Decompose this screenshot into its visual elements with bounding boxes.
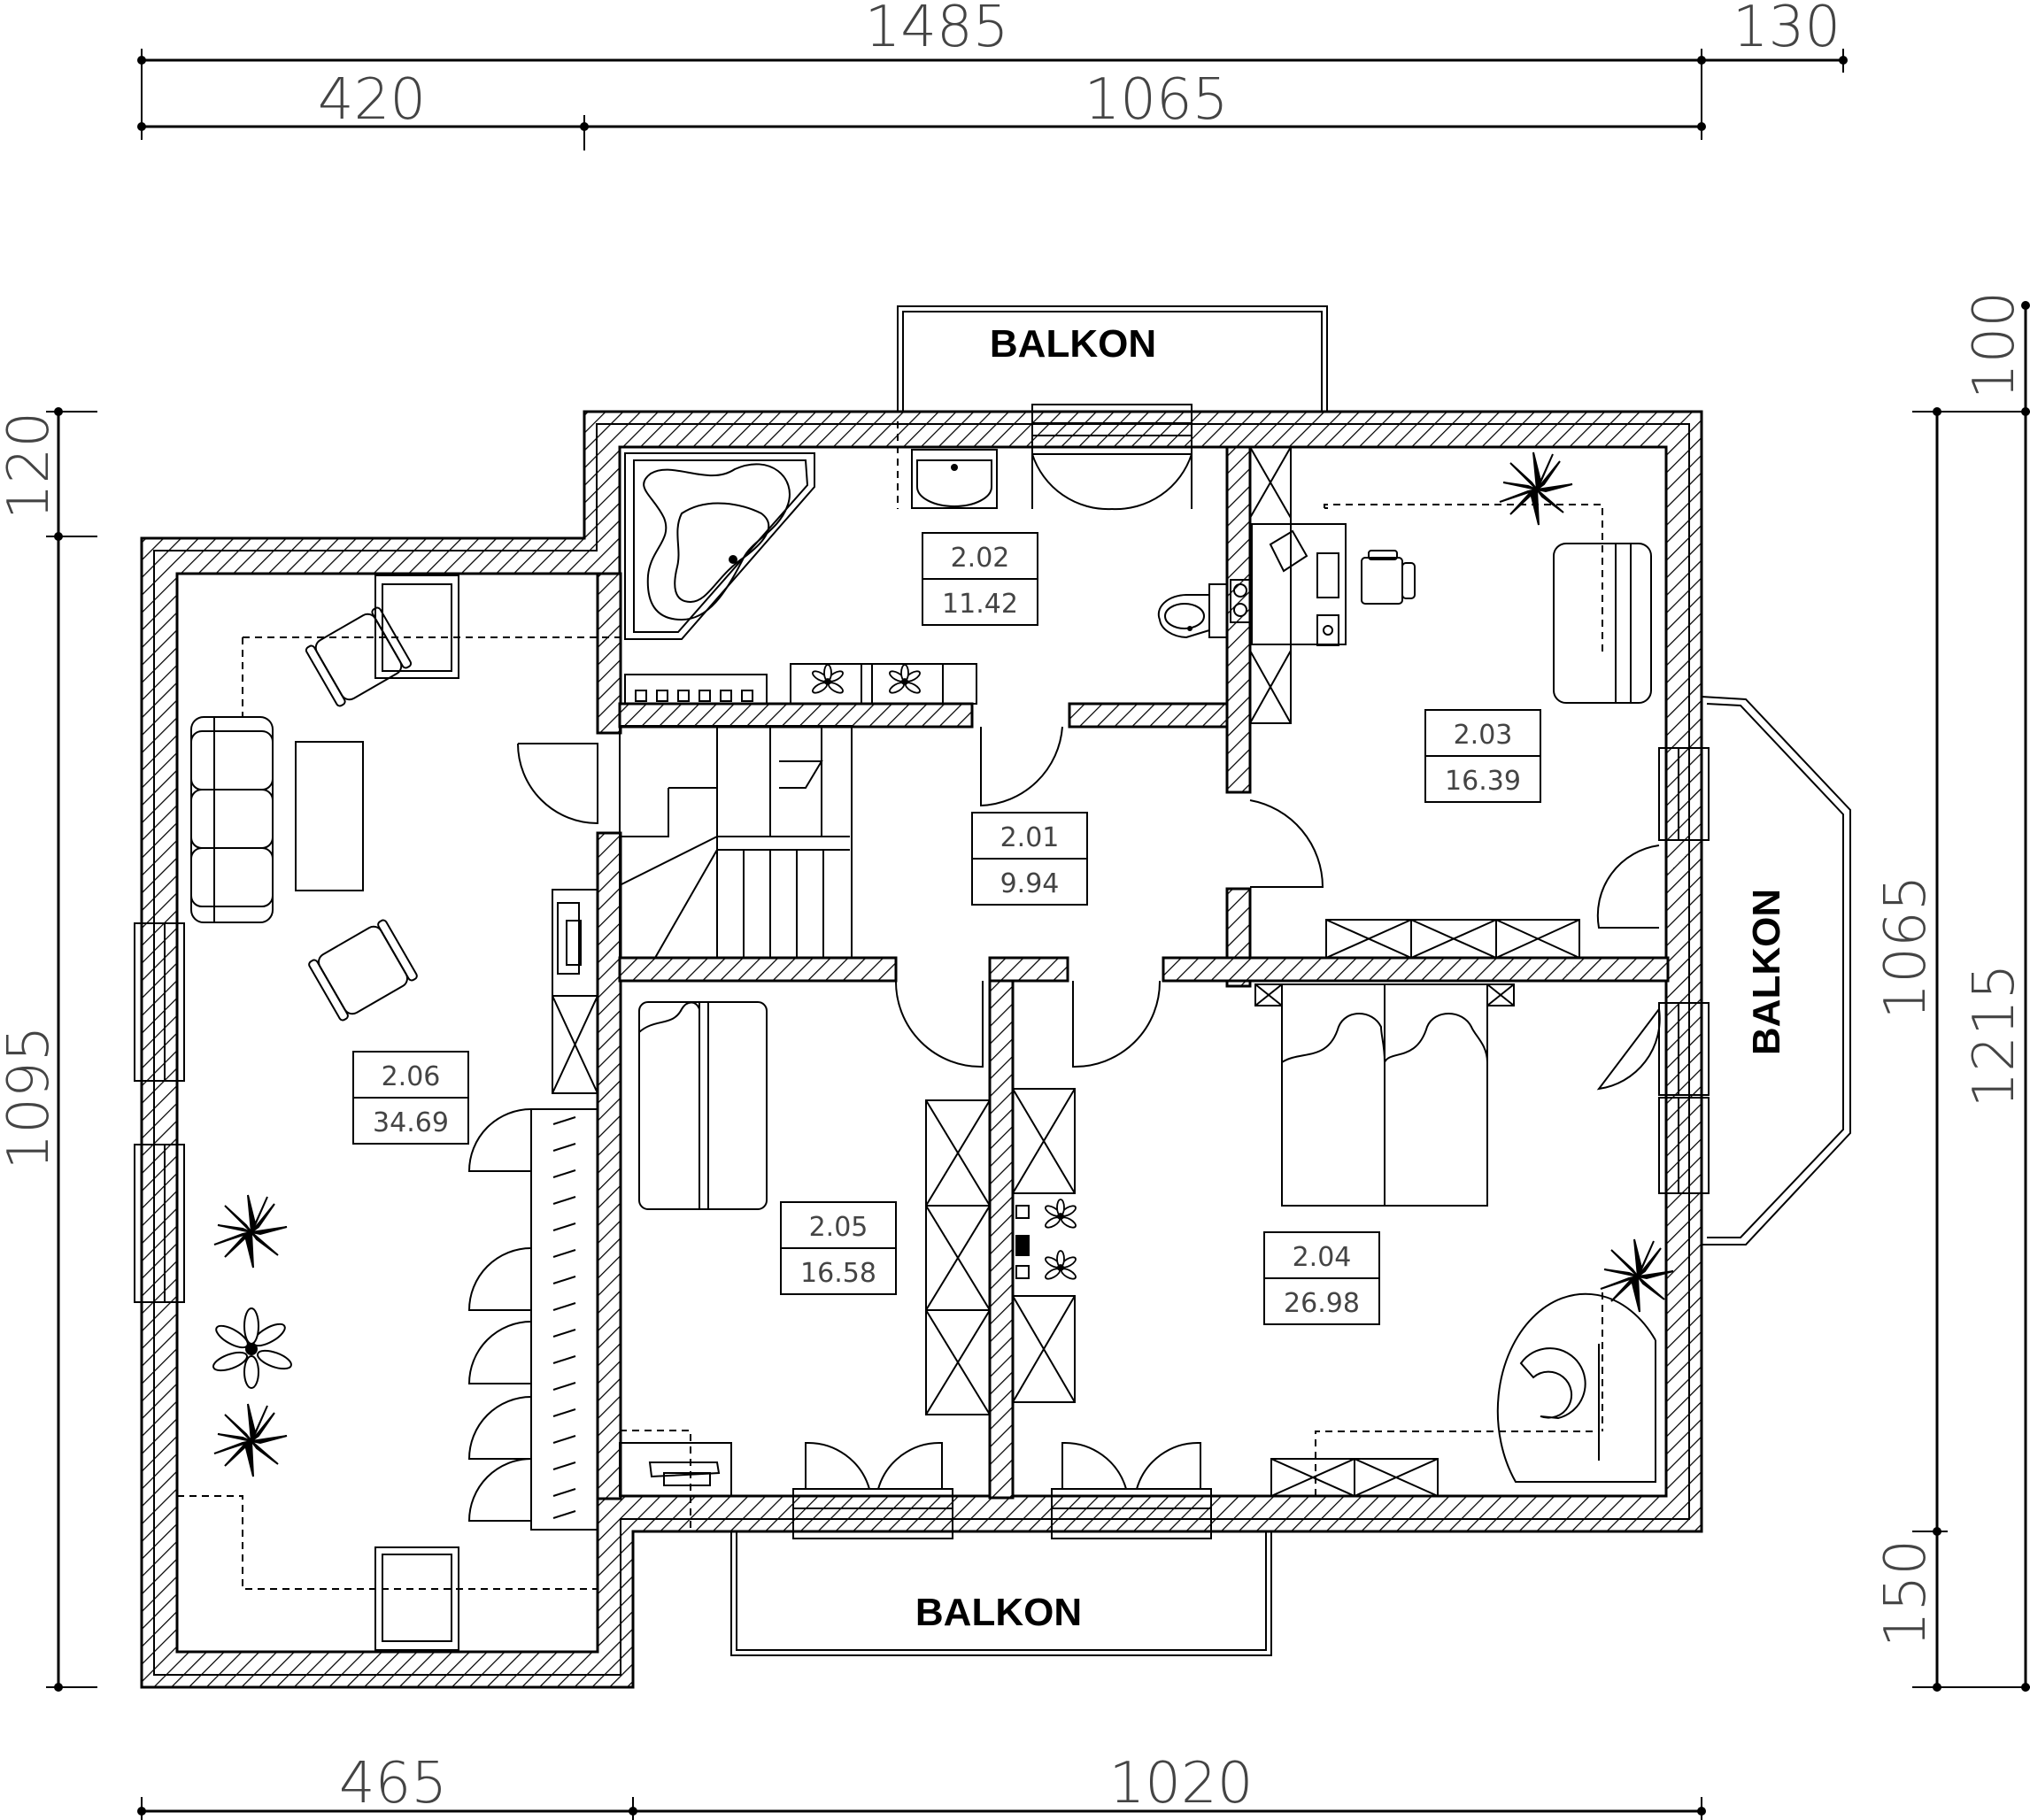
plant-icon — [887, 664, 922, 696]
room-tag-2-06: 2.06 34.69 — [352, 1051, 469, 1145]
plant-icon — [1499, 451, 1573, 526]
tv-cabinet — [552, 889, 598, 1094]
bed-icon — [638, 1001, 768, 1210]
window-icon — [1031, 404, 1193, 455]
balcony-right: BALKON — [1701, 696, 1851, 1245]
room-area: 9.94 — [1000, 868, 1060, 899]
door-swing-icon — [805, 1441, 1201, 1490]
door-swing-icon — [1072, 980, 1162, 1068]
sofa-icon — [1553, 543, 1652, 704]
window-icon — [1658, 747, 1710, 841]
right-dimension-chain: 100 1065 1215 150 — [1873, 291, 2030, 1692]
dim-left-total: 1095 — [0, 1026, 62, 1170]
window-icon — [134, 1144, 185, 1303]
plant-icon — [1043, 1250, 1078, 1282]
coffee-table — [295, 741, 364, 891]
door-swing-icon — [517, 743, 598, 825]
room-number: 2.03 — [1454, 720, 1513, 751]
room-area: 34.69 — [373, 1107, 449, 1138]
room-area: 11.42 — [942, 589, 1018, 620]
armchair-icon — [308, 919, 418, 1022]
staircase-icon — [619, 725, 853, 959]
plant-icon — [210, 1307, 295, 1389]
wardrobe-icon — [467, 1108, 598, 1531]
dim-right-top: 100 — [1962, 291, 2027, 399]
wardrobe-icon — [924, 1099, 992, 1415]
plant-icon — [213, 1194, 288, 1269]
shelf-plants — [624, 663, 977, 705]
dim-right-bottom: 150 — [1873, 1539, 1939, 1647]
interior-walls — [596, 445, 1670, 1500]
dim-top-mid: 1065 — [1084, 67, 1229, 133]
window-icon — [374, 575, 459, 679]
room-tag-2-05: 2.05 16.58 — [780, 1201, 897, 1295]
wardrobe-icon — [1249, 446, 1292, 724]
dim-right-total: 1215 — [1962, 964, 2027, 1108]
exterior-walls — [140, 410, 1703, 1689]
window-icon — [792, 1488, 953, 1539]
room-tag-2-01: 2.01 9.94 — [971, 812, 1088, 906]
window-icon — [134, 922, 185, 1082]
bathtub-icon — [624, 452, 815, 640]
room-tag-2-02: 2.02 11.42 — [922, 532, 1038, 626]
room-number: 2.04 — [1293, 1242, 1352, 1273]
window-icon — [1051, 1488, 1212, 1539]
dim-bottom-right: 1020 — [1109, 1751, 1254, 1816]
armchair-icon — [1519, 1347, 1586, 1420]
room-area: 16.39 — [1445, 766, 1521, 797]
left-dimension-chain: 120 1095 — [0, 407, 97, 1692]
dim-left-upper: 120 — [0, 412, 62, 520]
window-icon — [1658, 1097, 1710, 1194]
dim-top-total: 1485 — [865, 0, 1009, 60]
windows — [134, 404, 1710, 1651]
balcony-bottom: BALKON — [730, 1522, 1272, 1656]
room-area: 26.98 — [1284, 1288, 1360, 1319]
desk-icon — [619, 1442, 732, 1497]
plant-icon — [810, 664, 845, 696]
doors — [467, 453, 1661, 1531]
balcony-top-label: BALKON — [990, 322, 1156, 366]
door-swing-icon — [1031, 453, 1193, 511]
radiator-icon — [1325, 919, 1580, 959]
room-number: 2.06 — [382, 1061, 441, 1092]
door-swing-icon — [1596, 844, 1661, 1091]
room-number: 2.01 — [1000, 822, 1060, 853]
room-tag-2-04: 2.04 26.98 — [1263, 1231, 1380, 1325]
room-tag-2-03: 2.03 16.39 — [1424, 709, 1541, 803]
bottom-dimension-chain: 465 1020 — [137, 1751, 1706, 1820]
window-icon — [1658, 1002, 1710, 1096]
sofa-icon — [190, 716, 274, 923]
plant-icon — [213, 1403, 288, 1477]
door-swing-icon — [894, 980, 984, 1068]
desk-icon — [1230, 523, 1347, 646]
door-swing-icon — [980, 726, 1063, 807]
room-number: 2.05 — [809, 1212, 868, 1243]
dim-top-right: 130 — [1733, 0, 1841, 60]
toilet-icon — [1157, 583, 1228, 639]
balcony-top: BALKON — [897, 305, 1328, 422]
plant-icon — [1043, 1199, 1078, 1230]
top-dimension-chain: 1485 130 420 1065 — [137, 0, 1848, 150]
dim-right-mid: 1065 — [1873, 875, 1939, 1020]
balcony-bottom-label: BALKON — [915, 1591, 1082, 1634]
armchair-icon — [1361, 550, 1416, 605]
room-area: 16.58 — [800, 1258, 876, 1289]
desk-icon — [1496, 1292, 1656, 1483]
room-number: 2.02 — [951, 543, 1010, 574]
sink-icon — [911, 449, 998, 509]
radiator-icon — [1270, 1458, 1439, 1497]
dim-top-left: 420 — [318, 67, 426, 133]
window-icon — [374, 1546, 459, 1651]
door-swing-icon — [1249, 799, 1324, 888]
dim-bottom-left: 465 — [339, 1751, 447, 1816]
bed-icon — [1254, 983, 1515, 1207]
plant-icon — [1600, 1238, 1674, 1313]
balcony-right-label: BALKON — [1745, 889, 1788, 1055]
wardrobe-icon — [1012, 1088, 1078, 1403]
armchair-icon — [305, 606, 413, 707]
